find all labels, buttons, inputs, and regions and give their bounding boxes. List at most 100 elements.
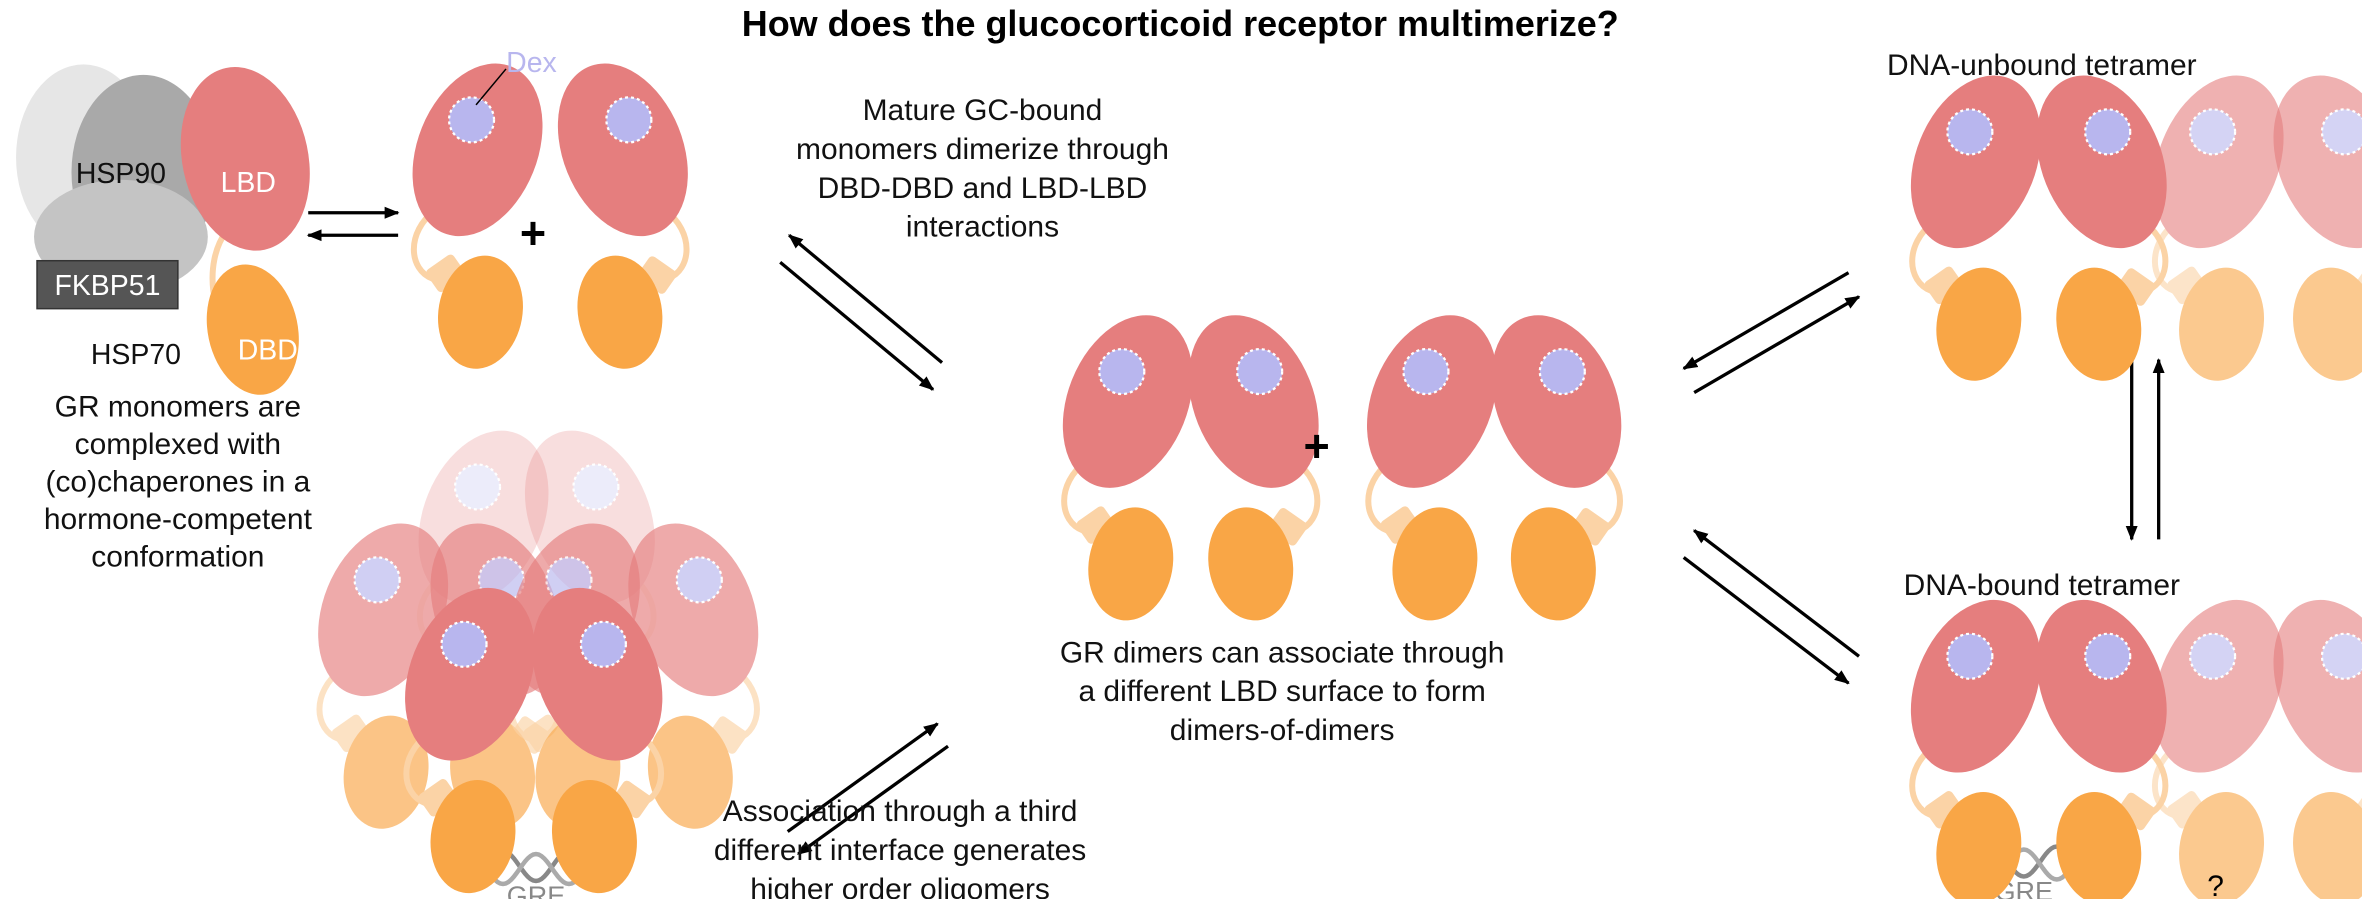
lbd-domain — [2273, 75, 2362, 249]
gre-label: GRE — [507, 881, 565, 899]
dex-ligand — [453, 463, 502, 511]
dbd-domain — [206, 264, 299, 395]
gr-monomer — [1909, 599, 2041, 899]
dbd-domain — [438, 255, 523, 369]
dex-ligand — [1946, 108, 1994, 156]
dex-ligand — [2084, 632, 2132, 680]
caption-line: (co)chaperones in a — [45, 465, 310, 498]
dex-ligand — [440, 620, 488, 668]
higher-order-oligomer: GRE — [316, 430, 760, 899]
equilibrium-arrows — [306, 206, 2165, 856]
dbd-domain — [343, 715, 429, 829]
gr-monomer — [2152, 75, 2284, 381]
dbd-domain — [2293, 792, 2362, 899]
dex-ligand — [447, 96, 496, 144]
caption-dimers: GR dimers can associate through a differ… — [1060, 636, 1505, 747]
lbd-domain — [2153, 75, 2284, 249]
dex-ligand — [605, 96, 653, 144]
arrow — [786, 722, 939, 833]
lbd-domain — [532, 587, 663, 761]
plus-sign: + — [1303, 420, 1329, 471]
dex-ligand — [572, 463, 620, 511]
dex-pointer — [475, 68, 507, 106]
arrow — [1682, 271, 1850, 371]
caption-line: monomers dimerize through — [796, 133, 1169, 166]
dbd-domain — [1936, 792, 2022, 899]
question-mark: ? — [2207, 870, 2224, 899]
gr-monomer — [1188, 315, 1321, 621]
arrow — [1682, 556, 1850, 685]
dbd-domain — [1208, 507, 1294, 621]
dbd-domain — [1936, 267, 2022, 381]
mature-monomers — [411, 63, 690, 369]
lbd-domain — [180, 67, 310, 251]
dbd-domain — [2179, 267, 2265, 381]
unbound-tetramer-title: DNA-unbound tetramer — [1887, 49, 2197, 82]
gr-monomer — [403, 587, 536, 894]
lbd-domain — [557, 63, 688, 237]
arrow — [779, 260, 935, 391]
caption-monomers: GR monomers are complexed with (co)chape… — [44, 391, 313, 574]
gr-monomer — [2273, 599, 2362, 899]
dbd-domain — [2056, 792, 2142, 899]
caption-line: interactions — [906, 211, 1059, 244]
caption-line: a different LBD surface to form — [1078, 675, 1485, 708]
gr-monomer — [411, 63, 543, 369]
gr-dimers — [1061, 315, 1623, 621]
plus-sign: + — [520, 208, 546, 259]
dex-ligand — [675, 556, 723, 604]
dex-ligand — [579, 620, 627, 668]
dbd-domain — [577, 255, 663, 369]
dbd-domain — [551, 780, 637, 894]
gr-monomer — [1061, 315, 1193, 621]
caption-line: hormone-competent — [44, 503, 313, 536]
lbd-domain — [405, 587, 536, 761]
dex-ligand — [1098, 347, 1146, 396]
dex-label: Dex — [506, 47, 557, 79]
dbd-label: DBD — [238, 335, 298, 367]
gr-monomer — [2036, 75, 2169, 381]
figure-title: How does the glucocorticoid receptor mul… — [742, 3, 1619, 44]
dbd-domain — [1088, 507, 1174, 621]
lbd-domain — [1491, 315, 1622, 488]
dbd-domain — [2179, 792, 2265, 899]
gr-monomer — [1909, 75, 2041, 381]
arrow — [788, 233, 944, 364]
caption-line: Association through a third — [723, 795, 1078, 828]
lbd-domain — [2153, 599, 2284, 773]
lbd-domain — [412, 63, 543, 237]
gr-monomer — [532, 587, 664, 894]
caption-line: higher order oligomers — [750, 873, 1050, 899]
dbd-domain — [2056, 267, 2142, 381]
gr-monomer — [1491, 315, 1623, 621]
lbd-domain — [1910, 599, 2041, 773]
dna-unbound-tetramer — [1909, 75, 2362, 381]
dbd-domain — [430, 780, 516, 894]
caption-line: GR dimers can associate through — [1060, 636, 1505, 669]
fkbp51-label: FKBP51 — [54, 270, 160, 302]
dex-ligand — [2084, 108, 2132, 156]
dbd-domain — [2293, 267, 2362, 381]
dex-ligand — [1236, 347, 1284, 396]
gr-monomer — [2152, 599, 2284, 899]
fkbp51-box — [36, 259, 179, 310]
bound-tetramer-title: DNA-bound tetramer — [1904, 569, 2180, 602]
dbd-domain — [1510, 507, 1596, 621]
lbd-domain — [1188, 315, 1319, 488]
lbd-domain — [628, 523, 759, 697]
lbd-domain — [1062, 315, 1193, 488]
dna-bound-tetramer: GRE — [1909, 599, 2362, 899]
caption-line: dimers-of-dimers — [1170, 714, 1395, 747]
caption-line: different interface generates — [714, 834, 1086, 867]
gr-monomer — [2273, 75, 2362, 381]
caption-mature: Mature GC-bound monomers dimerize throug… — [796, 94, 1169, 244]
arrow — [796, 744, 949, 856]
dex-ligand — [2320, 632, 2362, 680]
arrow — [1692, 529, 1860, 658]
dex-ligand — [2189, 632, 2237, 680]
dex-ligand — [2320, 108, 2362, 156]
lbd-domain — [2273, 599, 2362, 773]
lbd-label: LBD — [221, 167, 276, 199]
dex-ligand — [1402, 347, 1450, 396]
